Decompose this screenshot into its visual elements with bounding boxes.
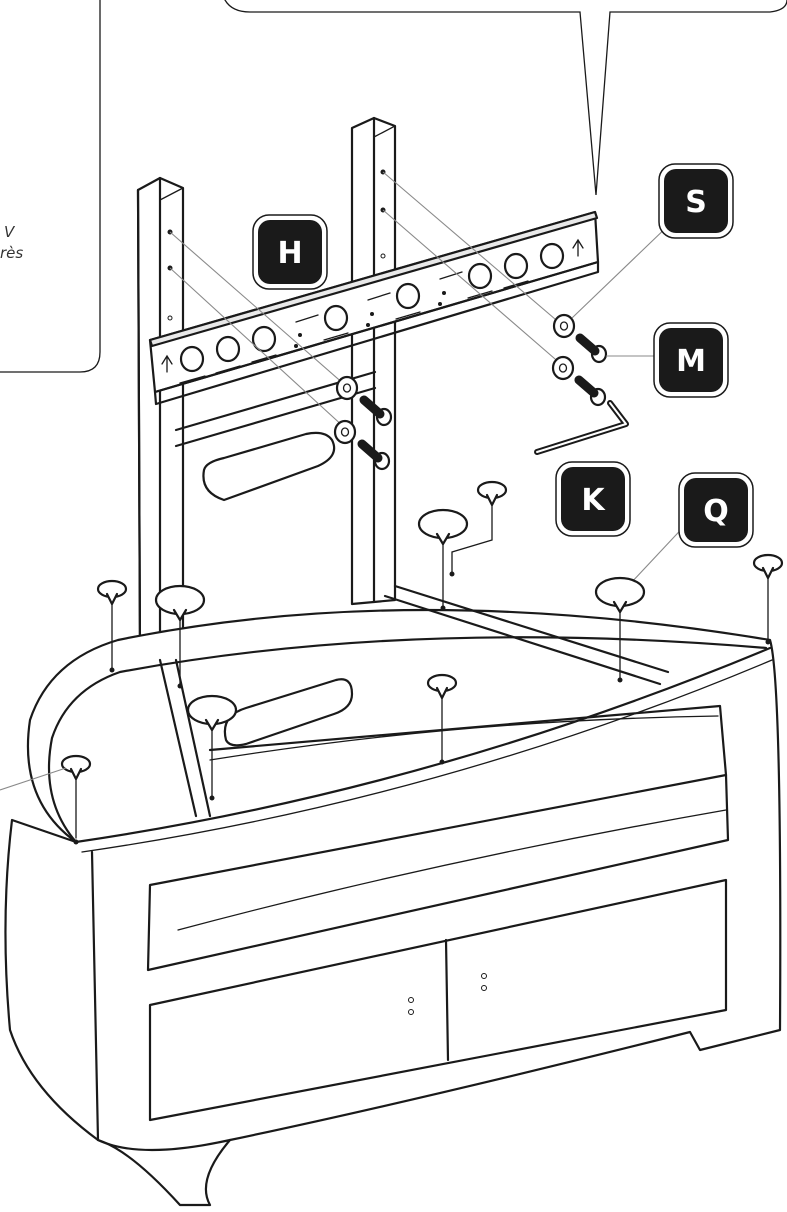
foot-pad-icon <box>186 694 238 801</box>
callout-badge-s: S <box>658 163 734 239</box>
callout-badge-h: H <box>252 214 328 290</box>
foot-pad-icon <box>0 754 92 845</box>
left-bolts-washers <box>333 375 393 471</box>
bracket-slots <box>179 271 529 384</box>
bolt-icon <box>574 375 607 407</box>
foot-pad-icon <box>154 584 206 689</box>
foot-pad-icon <box>752 553 784 645</box>
callout-label-m: M <box>676 344 706 379</box>
top-instruction-bubble <box>224 0 787 196</box>
foot-pad-icon <box>594 576 646 683</box>
up-arrow-icon <box>572 238 584 257</box>
side-panel-text-line1: V <box>4 223 16 241</box>
tv-cabinet <box>4 608 782 1207</box>
washer-icon <box>552 313 576 339</box>
callout-label-h: H <box>277 236 302 271</box>
callout-label-k: K <box>581 483 606 518</box>
foot-pads <box>0 480 784 845</box>
washer-icon <box>551 355 575 381</box>
left-upright-post <box>136 176 185 662</box>
bracket-holes <box>179 242 565 373</box>
foot-pad-icon <box>426 673 458 765</box>
callout-label-s: S <box>685 185 707 220</box>
left-instruction-panel: V rès <box>0 0 101 373</box>
up-arrow-icon <box>161 354 173 373</box>
foot-pad-icon <box>449 480 508 577</box>
bolt-icon <box>575 333 608 364</box>
hardware-leader-lines <box>169 171 563 429</box>
right-upright-post <box>350 116 397 606</box>
side-panel-text-line2: rès <box>0 244 23 262</box>
foot-pad-icon <box>96 579 128 673</box>
callout-badge-m: M <box>653 322 729 398</box>
washer-icon <box>333 419 357 445</box>
callout-label-q: Q <box>703 494 729 529</box>
callout-badge-k: K <box>555 461 631 537</box>
bolt-icon <box>359 395 393 427</box>
foot-pad-icon <box>417 508 469 611</box>
washer-icon <box>335 375 359 401</box>
right-bolts-washers <box>551 313 608 407</box>
callout-badge-q: Q <box>678 472 754 548</box>
allen-key-icon <box>534 400 629 455</box>
bolt-icon <box>357 439 391 471</box>
